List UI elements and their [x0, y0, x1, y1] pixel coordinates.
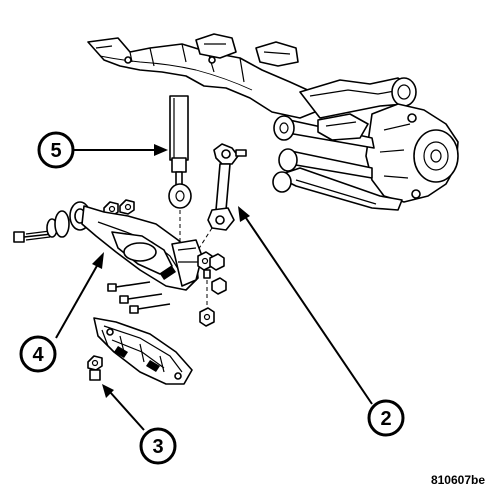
lower-shield	[93, 317, 193, 385]
leader-lines	[55, 144, 373, 431]
rear-suspension-assembly	[87, 33, 459, 211]
lower-control-arm	[13, 199, 227, 327]
callout-5-label: 5	[50, 140, 61, 162]
bolt-nut-3	[87, 355, 103, 381]
stabilizer-link	[197, 143, 247, 251]
shock-absorber	[168, 95, 192, 242]
arm-bolts	[107, 281, 171, 314]
callout-2-label: 2	[380, 408, 391, 430]
callout-4: 4	[19, 335, 57, 373]
callout-3-label: 3	[152, 436, 163, 458]
link-nuts	[197, 251, 227, 327]
callout-3: 3	[139, 427, 177, 465]
callout-5: 5	[37, 131, 75, 169]
figure-id-label: 810607be	[430, 473, 485, 487]
callout-4-label: 4	[32, 344, 44, 366]
callout-2: 2	[367, 399, 405, 437]
